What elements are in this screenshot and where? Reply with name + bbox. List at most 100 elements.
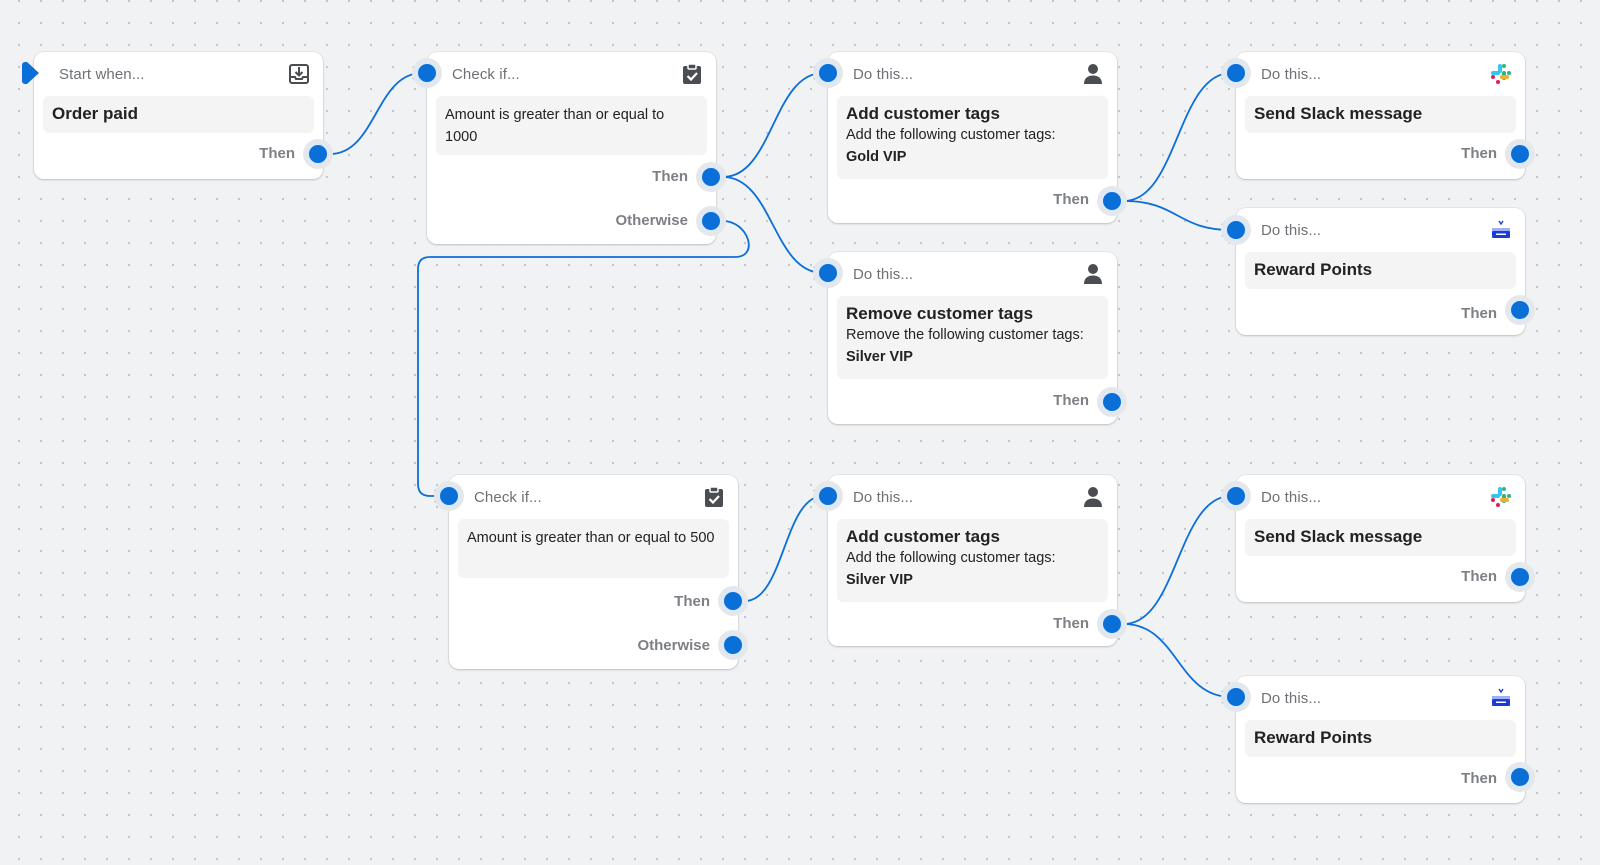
then-label: Then [1053,615,1089,632]
card-header: Do this... [1261,686,1513,710]
person-icon [1081,62,1105,86]
action-title: Add customer tags [846,104,1000,123]
card-body: Add customer tags Add the following cust… [837,96,1108,179]
card-header: Do this... [853,62,1105,86]
check1-in-port[interactable] [415,61,439,85]
slack2-in-port[interactable] [1224,484,1248,508]
card-body: Reward Points [1245,252,1516,289]
trigger-then-port[interactable] [306,142,330,166]
add-silver-in-port[interactable] [816,484,840,508]
action-card-add-gold-vip[interactable]: Do this... Add customer tags Add the fol… [828,52,1117,223]
card-header: Check if... [452,62,704,86]
slack1-then-port[interactable] [1508,142,1532,166]
action-card-remove-silver-vip[interactable]: Do this... Remove customer tags Remove t… [828,252,1117,424]
card-body: Reward Points [1245,720,1516,757]
add-gold-then-port[interactable] [1100,189,1124,213]
check1-then-port[interactable] [699,165,723,189]
add-silver-then-port[interactable] [1100,612,1124,636]
connection-line [744,495,824,602]
reward2-then-port[interactable] [1508,765,1532,789]
condition-text: Amount is greater than or equal to 500 [467,530,715,546]
then-label: Then [652,168,688,185]
card-header-label: Check if... [474,488,542,506]
action-card-slack-2[interactable]: Do this... Send Slack message Then [1236,475,1525,602]
card-header-label: Start when... [59,65,145,83]
card-header: Do this... [1261,62,1513,86]
reward2-in-port[interactable] [1224,685,1248,709]
action-title: Remove customer tags [846,304,1034,323]
check2-otherwise-port[interactable] [721,633,745,657]
tag-value: Silver VIP [846,349,913,365]
yotpo-icon [1489,686,1513,710]
card-header-label: Do this... [853,488,914,506]
slack2-then-port[interactable] [1508,565,1532,589]
then-label: Then [1461,305,1497,322]
then-label: Then [1053,392,1089,409]
action-card-reward-1[interactable]: Do this... Reward Points Then [1236,208,1525,335]
connection-line [1123,72,1232,202]
connection-line [722,72,824,178]
action-card-reward-2[interactable]: Do this... Reward Points Then [1236,676,1525,803]
tag-value: Gold VIP [846,149,907,165]
slack-icon [1489,62,1513,86]
card-header: Do this... [853,485,1105,509]
card-body: Amount is greater than or equal to 1000 [436,96,707,155]
card-body: Order paid [43,96,314,133]
card-body: Add customer tags Add the following cust… [837,519,1108,602]
card-body: Send Slack message [1245,96,1516,133]
then-label: Then [1053,191,1089,208]
card-header-label: Do this... [1261,221,1322,239]
action-description: Remove the following customer tags: Silv… [846,324,1099,368]
condition-card-1000[interactable]: Check if... Amount is greater than or eq… [427,52,716,244]
card-header-label: Do this... [1261,65,1322,83]
card-header: Do this... [1261,218,1513,242]
action-card-add-silver-vip[interactable]: Do this... Add customer tags Add the fol… [828,475,1117,646]
card-header-label: Check if... [452,65,520,83]
card-body: Amount is greater than or equal to 500 [458,519,729,578]
then-label: Then [259,145,295,162]
start-marker [22,62,39,84]
remove-silver-in-port[interactable] [816,261,840,285]
trigger-title: Order paid [52,104,138,123]
card-header: Start when... [59,62,311,86]
otherwise-label: Otherwise [615,212,688,229]
inbox-download-icon [287,62,311,86]
yotpo-icon [1489,218,1513,242]
action-description: Add the following customer tags: [846,127,1056,143]
tag-value: Silver VIP [846,572,913,588]
card-header-label: Do this... [1261,488,1322,506]
check2-in-port[interactable] [437,484,461,508]
then-label: Then [674,593,710,610]
card-header-label: Do this... [853,265,914,283]
condition-card-500[interactable]: Check if... Amount is greater than or eq… [449,475,738,669]
action-card-slack-1[interactable]: Do this... Send Slack message Then [1236,52,1525,179]
card-body: Send Slack message [1245,519,1516,556]
card-body: Remove customer tags Remove the followin… [837,296,1108,379]
remove-silver-then-port[interactable] [1100,390,1124,414]
card-header: Check if... [474,485,726,509]
check2-then-port[interactable] [721,589,745,613]
connection-line [329,72,423,155]
card-header: Do this... [1261,485,1513,509]
clipboard-check-icon [680,62,704,86]
slack1-in-port[interactable] [1224,61,1248,85]
action-title: Reward Points [1254,728,1373,747]
reward1-then-port[interactable] [1508,298,1532,322]
card-header-label: Do this... [1261,689,1322,707]
connection-line [722,176,824,274]
person-icon [1081,485,1105,509]
trigger-card[interactable]: Start when... Order paid Then [22,52,323,179]
check1-otherwise-port[interactable] [699,209,723,233]
reward1-in-port[interactable] [1224,218,1248,242]
condition-text: Amount is greater than or equal to 1000 [445,107,665,145]
slack-icon [1489,485,1513,509]
then-label: Then [1461,568,1497,585]
add-gold-in-port[interactable] [816,61,840,85]
action-description-text: Remove the following customer tags: [846,327,1084,343]
clipboard-check-icon [702,485,726,509]
action-title: Reward Points [1254,260,1373,279]
action-title: Send Slack message [1254,104,1423,123]
connection-line [1123,495,1232,625]
then-label: Then [1461,770,1497,787]
